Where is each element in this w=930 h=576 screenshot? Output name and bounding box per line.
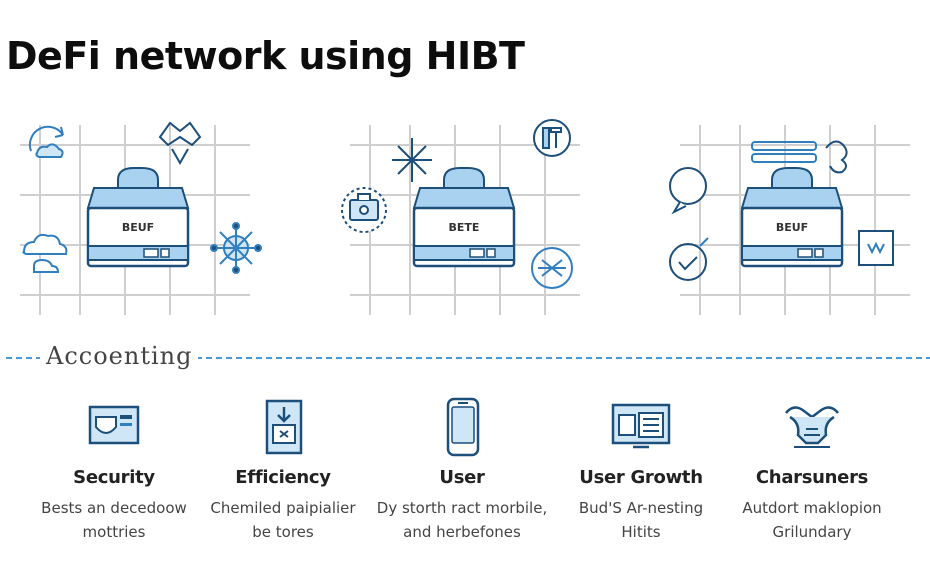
- node-group-2: BETE: [341, 119, 581, 316]
- briefcase-icon: [341, 187, 387, 233]
- network-hub-icon: [210, 222, 262, 274]
- sync-cloud-icon: [28, 125, 64, 158]
- feature-user: User Dy storth ract morbile, and herbefo…: [372, 395, 552, 544]
- feature-desc-line2: mottries: [82, 523, 146, 541]
- feature-desc-line1: Bests an decedoow: [41, 499, 187, 517]
- shield-card-icon: [88, 405, 140, 445]
- server-node-3: BEUF: [740, 166, 844, 268]
- page-title: DeFi network using HIBT: [6, 34, 525, 78]
- feature-title: Efficiency: [235, 467, 331, 488]
- network-icon: [531, 247, 573, 289]
- network-diagram: BEUF BETE: [6, 119, 930, 359]
- handshake-icon: [785, 406, 839, 448]
- feature-title: Security: [73, 467, 155, 488]
- data-stream-icon: [751, 140, 848, 174]
- feature-security: Security Bests an decedoow mottries: [24, 395, 204, 544]
- server-label-3: BEUF: [776, 221, 808, 234]
- cloud-icon: [22, 233, 68, 273]
- monitor-card-icon: [611, 403, 671, 449]
- feature-desc-line1: Dy storth ract morbile,: [376, 499, 548, 517]
- feature-title: User Growth: [579, 467, 703, 488]
- section-label: Accoenting: [40, 342, 199, 370]
- chat-bubble-icon: [669, 167, 707, 215]
- spark-icon: [392, 138, 432, 182]
- feature-user-growth: User Growth Bud'S Ar-nesting Hitits: [551, 395, 731, 544]
- feature-desc-line2: Grilundary: [772, 523, 852, 541]
- feature-desc-line1: Bud'S Ar-nesting: [578, 499, 704, 517]
- server-label-2: BETE: [449, 221, 480, 234]
- document-stack-icon: [533, 119, 571, 157]
- feature-desc-line2: be tores: [252, 523, 314, 541]
- feature-desc-line1: Chemiled paipialier: [210, 499, 356, 517]
- document-download-icon: [265, 399, 303, 455]
- handshake-cloud-icon: [158, 121, 202, 166]
- feature-title: Charsuners: [755, 467, 869, 488]
- server-node-2: BETE: [412, 166, 516, 268]
- feature-desc-line2: and herbefones: [403, 523, 521, 541]
- feature-desc-line1: Autdort maklopion: [742, 499, 882, 517]
- features-row: Security Bests an decedoow mottries Effi…: [0, 395, 930, 576]
- chart-box-icon: [858, 230, 894, 266]
- feature-title: User: [439, 467, 485, 488]
- smartphone-icon: [446, 397, 480, 457]
- server-node-1: BEUF: [86, 166, 190, 268]
- node-group-3: BEUF: [669, 124, 911, 316]
- feature-desc-line2: Hitits: [621, 523, 661, 541]
- checkmark-icon: [669, 237, 709, 281]
- feature-efficiency: Efficiency Chemiled paipialier be tores: [193, 395, 373, 544]
- server-label-1: BEUF: [122, 221, 154, 234]
- feature-charsuners: Charsuners Autdort maklopion Grilundary: [722, 395, 902, 544]
- node-group-1: BEUF: [19, 121, 262, 316]
